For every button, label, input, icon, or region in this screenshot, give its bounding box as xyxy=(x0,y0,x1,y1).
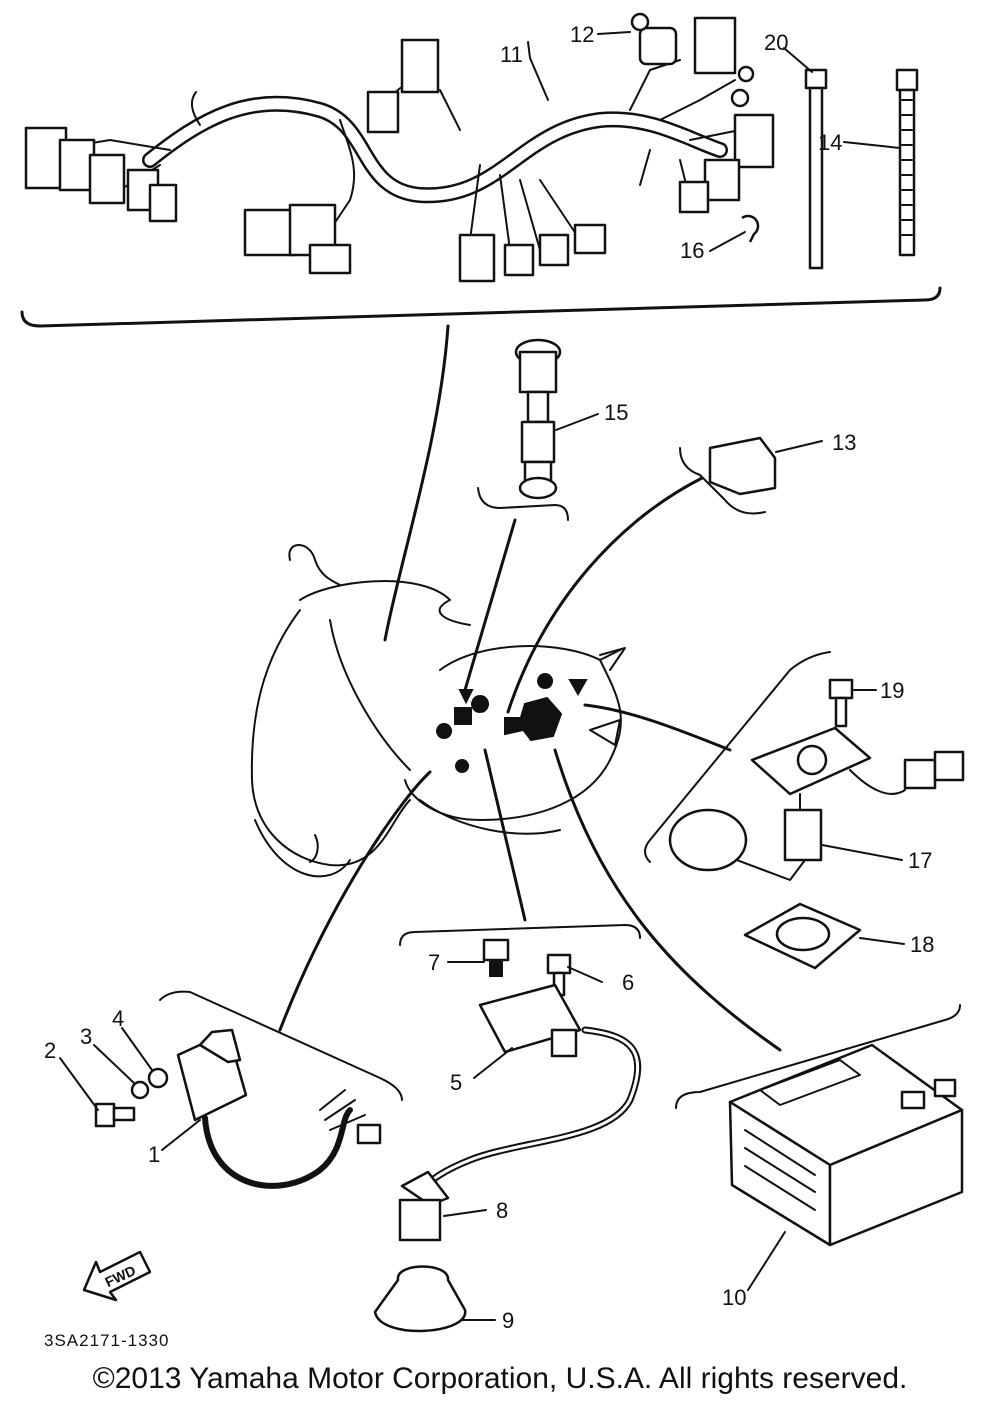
callout-16: 16 xyxy=(680,238,704,263)
coil-bracket xyxy=(399,924,641,946)
part-16-clip xyxy=(741,214,760,243)
callout-17: 17 xyxy=(908,848,932,873)
harness-bracket xyxy=(20,286,942,328)
callout-6: 6 xyxy=(622,970,634,995)
part-10-battery xyxy=(675,1004,964,1247)
forward-arrow-icon: FWD xyxy=(82,1250,152,1302)
callout-12: 12 xyxy=(570,22,594,47)
callout-15: 15 xyxy=(604,400,628,425)
cdi-unit-group xyxy=(94,990,403,1189)
callout-4: 4 xyxy=(112,1006,124,1031)
part-15-main-switch xyxy=(477,338,569,521)
callout-2: 2 xyxy=(44,1038,56,1063)
callout-1: 1 xyxy=(148,1142,160,1167)
callout-10: 10 xyxy=(722,1285,746,1310)
switch-bracket xyxy=(477,487,569,521)
ignition-coil-group xyxy=(373,924,642,1333)
battery-bracket xyxy=(675,1004,961,1109)
callout-3: 3 xyxy=(80,1024,92,1049)
copyright-notice: ©2013 Yamaha Motor Corporation, U.S.A. A… xyxy=(92,1362,908,1395)
callout-19: 19 xyxy=(880,678,904,703)
scooter-outline xyxy=(250,544,626,878)
callout-13: 13 xyxy=(832,430,856,455)
callout-5: 5 xyxy=(450,1070,462,1095)
relay-bracket xyxy=(679,447,766,515)
part-14-band xyxy=(895,68,919,257)
leader-lines xyxy=(59,31,905,1321)
fuel-sender-group xyxy=(644,651,965,970)
connection-lines xyxy=(278,324,782,1052)
wire-harness-group xyxy=(20,12,942,328)
part-13-relay xyxy=(679,436,777,515)
part-20-cable-tie xyxy=(804,68,828,270)
callout-9: 9 xyxy=(502,1308,514,1333)
callout-20: 20 xyxy=(764,30,788,55)
part-12-relay xyxy=(638,26,678,66)
cdi-bracket xyxy=(159,990,403,1101)
callout-7: 7 xyxy=(428,950,440,975)
callout-labels: 1 2 3 4 5 6 7 8 9 10 11 12 13 14 15 16 1… xyxy=(44,22,934,1333)
diagram-code: 3SA2171-1330 xyxy=(44,1331,169,1350)
sender-bracket xyxy=(644,651,831,863)
callout-11: 11 xyxy=(500,42,523,67)
callout-14: 14 xyxy=(818,130,842,155)
callout-8: 8 xyxy=(496,1198,508,1223)
callout-18: 18 xyxy=(910,932,934,957)
